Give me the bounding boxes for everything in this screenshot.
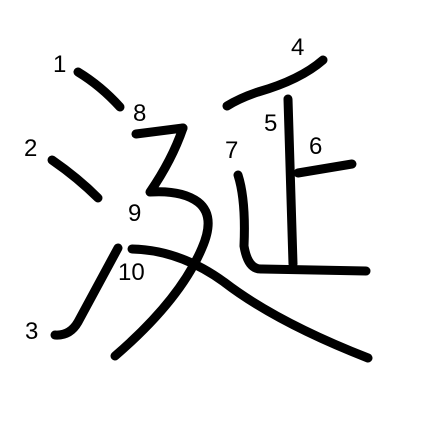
stroke-1 <box>73 67 125 112</box>
stroke-9 <box>110 123 213 361</box>
stroke-10 <box>127 244 373 363</box>
stroke-5 <box>283 94 298 269</box>
stroke-3 <box>50 243 123 340</box>
stroke-number-3: 3 <box>25 318 38 345</box>
stroke-number-1: 1 <box>53 51 66 78</box>
stroke-6 <box>293 159 357 178</box>
stroke-number-10: 10 <box>118 259 145 286</box>
stroke-7 <box>233 170 371 276</box>
stroke-number-labels: 1 2 3 4 5 6 7 8 9 10 <box>24 34 322 345</box>
stroke-number-9: 9 <box>128 200 141 227</box>
stroke-4 <box>222 55 328 111</box>
stroke-number-2: 2 <box>24 135 37 162</box>
stroke-2 <box>47 155 103 203</box>
stroke-number-8: 8 <box>133 100 146 127</box>
stroke-number-5: 5 <box>264 110 277 137</box>
stroke-number-6: 6 <box>309 133 322 160</box>
stroke-8 <box>131 123 188 139</box>
strokes <box>47 55 373 363</box>
stroke-number-7: 7 <box>225 137 238 164</box>
stroke-number-4: 4 <box>291 34 304 61</box>
